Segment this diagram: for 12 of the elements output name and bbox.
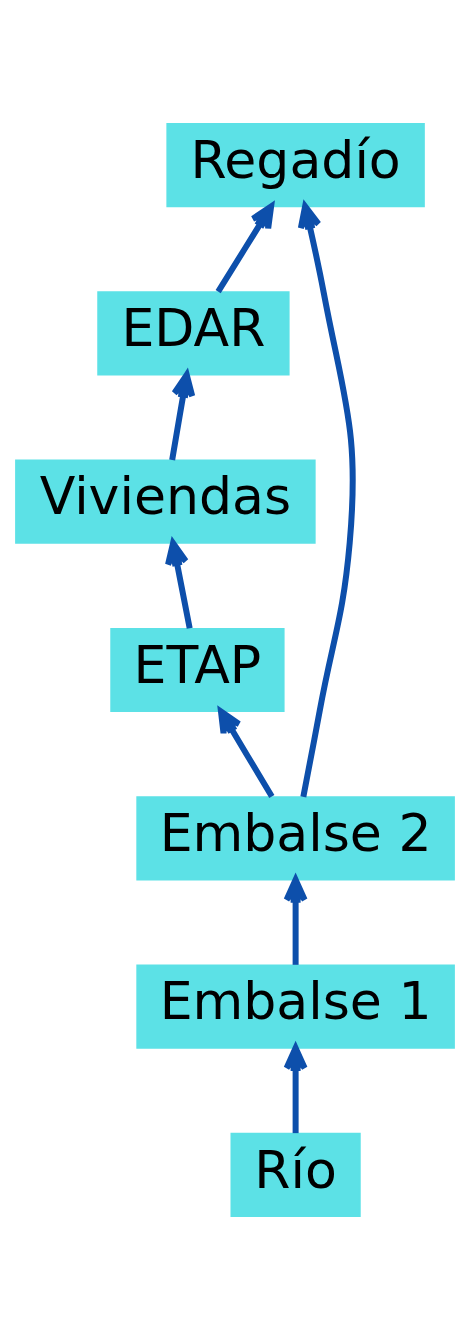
node-box: Viviendas bbox=[15, 459, 316, 544]
node-box: Regadío bbox=[166, 122, 425, 207]
node-box: EDAR bbox=[97, 290, 290, 375]
node-box: ETAP bbox=[110, 627, 285, 712]
node-box: Embalse 1 bbox=[136, 964, 455, 1049]
node-box: Río bbox=[230, 1132, 361, 1217]
arrow bbox=[165, 539, 193, 629]
arrow bbox=[283, 1044, 308, 1133]
arrow bbox=[215, 203, 275, 293]
arrow bbox=[297, 202, 356, 797]
arrow bbox=[217, 707, 275, 798]
node-box: Embalse 2 bbox=[136, 795, 455, 880]
